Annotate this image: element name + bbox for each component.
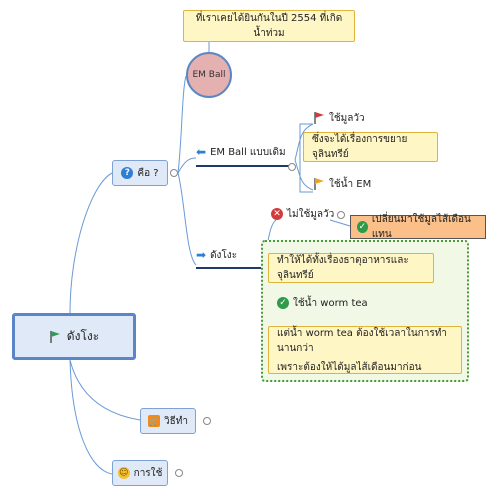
cow-dung-label: ใช้มูลวัว [329,112,365,124]
topic-method[interactable]: 🛒 วิธีทำ [140,408,196,434]
topic-method-label: วิธีทำ [164,415,188,427]
use-vermicompost-node[interactable]: ✓ เปลี่ยนมาใช้มูลไส้เดือนแทน [350,214,486,240]
cow-dung-note: ซึ่งจะได้เรื่องการขยายจุลินทรีย์ [303,132,438,162]
worm-tea-note: แต่น้ำ worm tea ต้องใช้เวลาในการทำนานกว่… [268,326,462,374]
em-ball-old-label: EM Ball แบบเดิม [210,146,286,158]
topic-what[interactable]: ? คือ ? [112,160,168,186]
root-label: ดังโงะ [66,329,100,343]
worm-tea-note-line-1: แต่น้ำ worm tea ต้องใช้เวลาในการทำนานกว่… [277,327,447,354]
em-ball-note: ที่เราเคยได้ยินกันในปี 2554 ที่เกิดน้ำท่… [183,10,355,42]
worm-tea-note-line-2: เพราะต้องให้ได้มูลไส้เดือนมาก่อน [277,361,422,373]
nutrients-note: ทำให้ได้ทั้งเรื่องธาตุอาหารและจุลินทรีย์ [268,253,434,283]
dango-node[interactable]: ➡ ดังโงะ [196,247,237,263]
em-ball-old-node[interactable]: ⬅ EM Ball แบบเดิม [196,144,286,160]
em-ball-note-text: ที่เราเคยได้ยินกันในปี 2554 ที่เกิดน้ำท่… [195,13,343,39]
cow-dung-node[interactable]: ใช้มูลวัว [313,110,365,126]
cross-icon: ✕ [271,208,283,220]
arrow-right-icon: ➡ [196,248,207,262]
smiley-icon: ☺ [117,467,130,479]
em-water-node[interactable]: ใช้น้ำ EM [313,176,371,192]
collapse-toggle[interactable] [175,469,183,477]
root-topic[interactable]: ดังโงะ [12,313,136,360]
arrow-left-icon: ⬅ [196,145,207,159]
check-icon: ✓ [357,221,368,233]
collapse-toggle[interactable] [170,169,178,177]
cow-dung-note-text: ซึ่งจะได้เรื่องการขยายจุลินทรีย์ [312,134,408,160]
no-cow-dung-node[interactable]: ✕ ไม่ใช้มูลวัว [271,206,334,222]
em-ball-label: EM Ball [192,70,226,80]
collapse-toggle[interactable] [203,417,211,425]
green-flag-icon [50,330,60,343]
orange-flag-icon [314,178,324,190]
nutrients-note-text: ทำให้ได้ทั้งเรื่องธาตุอาหารและจุลินทรีย์ [277,255,409,281]
shopping-cart-icon: 🛒 [148,415,161,427]
no-cow-dung-label: ไม่ใช้มูลวัว [287,208,335,220]
dango-label: ดังโงะ [210,249,238,261]
worm-tea-node[interactable]: ✓ ใช้น้ำ worm tea [277,295,368,311]
red-flag-icon [314,112,324,124]
question-icon: ? [121,167,134,179]
check-icon: ✓ [277,297,289,309]
collapse-toggle[interactable] [288,163,296,171]
use-vermicompost-label: เปลี่ยนมาใช้มูลไส้เดือนแทน [371,214,471,240]
worm-tea-label: ใช้น้ำ worm tea [293,297,368,309]
topic-usage[interactable]: ☺ การใช้ [112,460,168,486]
collapse-toggle[interactable] [337,211,345,219]
em-ball-node[interactable]: EM Ball [186,52,232,98]
topic-usage-label: การใช้ [133,467,163,479]
em-water-label: ใช้น้ำ EM [329,178,372,190]
topic-what-label: คือ ? [137,167,159,179]
